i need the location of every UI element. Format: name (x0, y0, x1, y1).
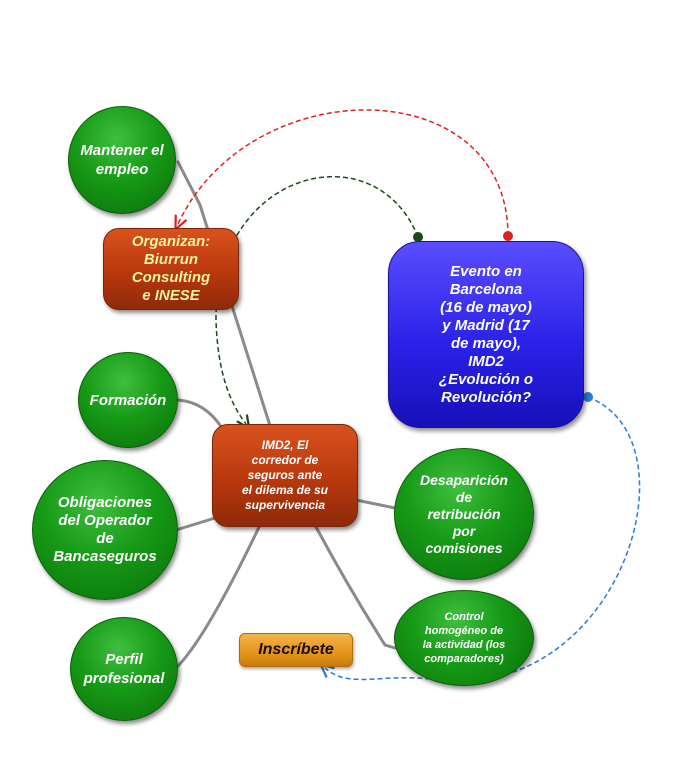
signup-button[interactable]: Inscríbete (239, 633, 353, 667)
link-event-to-signup-dot (583, 392, 593, 402)
topic-obligaciones-operador: Obligaciones del Operador de Bancaseguro… (32, 460, 178, 600)
organizer-node: Organizan: Biurrun Consulting e INESE (103, 228, 239, 310)
topic-desaparicion-retribucion: Desaparición de retribución por comision… (394, 448, 534, 580)
topic-mantener-empleo: Mantener el empleo (68, 106, 176, 214)
topic-control-label: Control homogéneo de la actividad (los c… (422, 611, 506, 665)
topic-formacion-label: Formación (89, 391, 167, 409)
connector-obligaciones (174, 516, 217, 532)
central-topic-label: IMD2, El corredor de seguros ante el dil… (241, 438, 329, 512)
topic-perfil-label: Perfil profesional (83, 651, 165, 687)
connector-control (314, 525, 397, 650)
connector-formacion (176, 398, 224, 430)
central-topic-node: IMD2, El corredor de seguros ante el dil… (212, 424, 358, 527)
connector-desaparicion (354, 498, 397, 510)
event-label: Evento en Barcelona (16 de mayo) y Madri… (438, 262, 534, 406)
signup-button-label: Inscríbete (258, 641, 334, 658)
event-node: Evento en Barcelona (16 de mayo) y Madri… (388, 241, 584, 428)
topic-formacion: Formación (78, 352, 178, 448)
topic-desaparicion-label: Desaparición de retribución por comision… (420, 471, 508, 556)
link-event-to-organizer-dot (503, 231, 513, 241)
link-event-to-organizer (178, 109, 509, 237)
topic-control-homogeneo: Control homogéneo de la actividad (los c… (394, 590, 534, 686)
topic-obligaciones-label: Obligaciones del Operador de Bancaseguro… (53, 494, 157, 565)
topic-perfil-profesional: Perfil profesional (70, 617, 178, 721)
topic-mantener-empleo-label: Mantener el empleo (80, 142, 164, 178)
organizer-label: Organizan: Biurrun Consulting e INESE (131, 233, 211, 304)
